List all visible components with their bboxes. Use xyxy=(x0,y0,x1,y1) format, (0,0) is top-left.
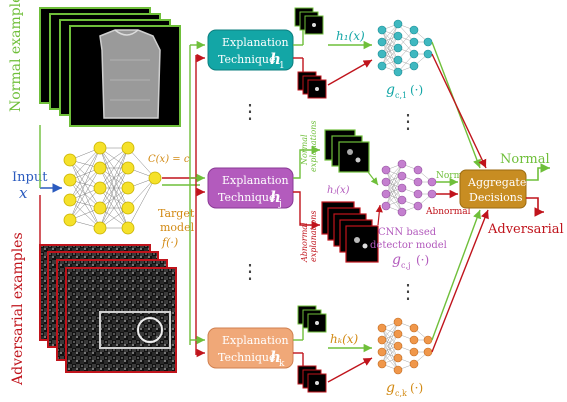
explanation-technique-j-box: Explanation Technique h j xyxy=(207,167,294,209)
explanation-technique-1-box: Explanation Technique h 1 xyxy=(207,29,294,71)
g-c1-label: g xyxy=(386,82,395,98)
expl-k-normal-thumbs xyxy=(297,305,327,333)
expl-j-h: h xyxy=(270,188,281,206)
expl-1-abnormal-thumbs xyxy=(297,71,327,99)
abnormal-explanations-stack xyxy=(321,201,379,263)
target-model-fx: f(·) xyxy=(161,236,178,249)
adversarial-examples-stack xyxy=(39,244,177,373)
expl-k-line1: Explanation xyxy=(222,334,289,347)
cnn-label-2: detector model xyxy=(370,240,447,251)
expl-1-line2: Technique xyxy=(218,53,275,66)
expl-j-h-sub: j xyxy=(278,199,282,209)
cx-eq-c-label: C(x) = c xyxy=(148,154,190,165)
vdots-right-top: ⋮ xyxy=(398,109,418,133)
g-c1-sub: c,1 xyxy=(395,91,407,100)
normal-explanations-stack xyxy=(324,129,370,173)
target-model-label-1: Target xyxy=(158,207,195,220)
input-var: x xyxy=(19,184,28,202)
vdots-left-top: ⋮ xyxy=(240,99,260,123)
g-ck-sub: c,k xyxy=(395,389,407,398)
expl-j-line2: Technique xyxy=(218,191,275,204)
normal-expl-label-2: explanations xyxy=(309,121,318,172)
abnormal-small-label: Abnormal xyxy=(425,207,471,217)
abnormal-expl-label-2: explanations xyxy=(309,211,318,262)
expl-1-h: h xyxy=(270,50,281,68)
hkx-label: hₖ(x) xyxy=(330,332,359,346)
normal-expl-label-1: Normal xyxy=(300,134,309,166)
normal-examples-label: Normal examples xyxy=(8,0,24,112)
expl-k-line2: Technique xyxy=(218,351,275,364)
normal-output-label: Normal xyxy=(500,152,550,167)
g-cj-paren: (·) xyxy=(416,253,429,267)
abnormal-expl-label-1: Abnormal xyxy=(300,222,309,263)
normal-small-label: Normal xyxy=(436,171,470,181)
aggregate-line1: Aggregate xyxy=(467,176,526,189)
vdots-left-bottom: ⋮ xyxy=(240,259,260,283)
g-ck-label: g xyxy=(386,380,395,396)
detector-k-network xyxy=(377,317,433,375)
normal-examples-stack xyxy=(39,7,181,127)
expl-k-h: h xyxy=(270,348,281,366)
explanation-technique-k-box: Explanation Technique h k xyxy=(207,327,294,369)
target-model-network xyxy=(63,141,162,235)
shirt-image xyxy=(99,29,161,119)
vdots-right-bottom: ⋮ xyxy=(398,279,418,303)
hjx-label: hⱼ(x) xyxy=(327,185,350,196)
expl-j-line1: Explanation xyxy=(222,174,289,187)
expl-1-line1: Explanation xyxy=(222,36,289,49)
bag-image xyxy=(99,311,171,349)
g-ck-paren: (·) xyxy=(410,381,423,395)
cnn-label-1: CNN based xyxy=(378,227,437,238)
aggregate-decisions-box: Aggregate Decisions xyxy=(459,169,527,209)
adversarial-examples-label: Adversarial examples xyxy=(10,232,26,386)
h1x-label: h₁(x) xyxy=(336,29,365,43)
aggregate-line2: Decisions xyxy=(469,191,523,204)
expl-k-abnormal-thumbs xyxy=(297,365,327,393)
input-label: Input xyxy=(12,170,48,185)
detector-1-network xyxy=(377,19,433,77)
expl-1-h-sub: 1 xyxy=(279,61,285,71)
g-cj-sub: c,j xyxy=(401,261,411,270)
detector-j-network xyxy=(381,159,437,217)
g-cj-label: g xyxy=(392,252,401,268)
adversarial-output-label: Adversarial xyxy=(487,222,564,237)
expl-k-h-sub: k xyxy=(279,359,285,369)
g-c1-paren: (·) xyxy=(410,83,423,97)
target-model-label-2: model xyxy=(160,221,195,234)
expl-1-normal-thumbs xyxy=(294,7,324,35)
